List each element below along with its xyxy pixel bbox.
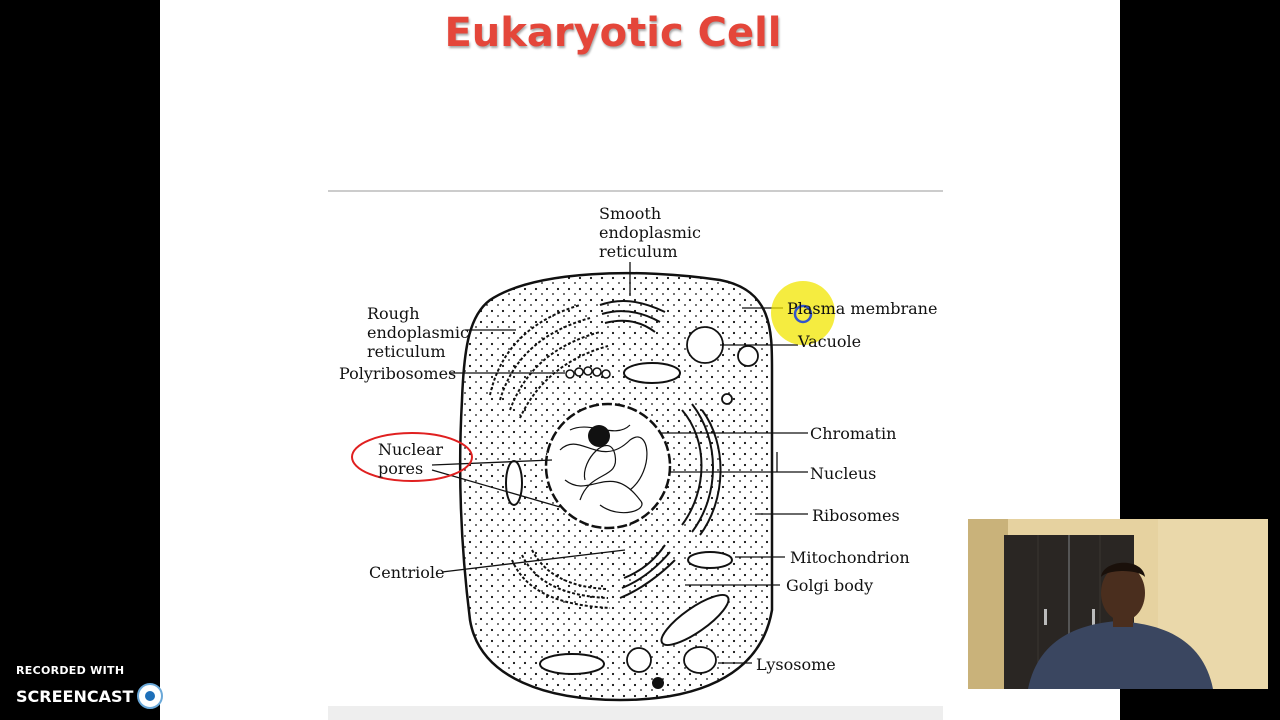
label-vacuole: Vacuole: [798, 332, 862, 351]
label-polyribosomes: Polyribosomes: [339, 364, 457, 383]
brand-left-text: SCREENCAST: [16, 686, 134, 706]
golgi-body: [619, 544, 676, 599]
label-plasma-membrane: Plasma membrane: [787, 299, 938, 318]
diagram-bottom-strip: [328, 706, 943, 720]
label-chromatin: Chromatin: [810, 424, 897, 443]
mitochondria: [505, 362, 733, 675]
nucleolus: [588, 425, 610, 447]
lysosome: [683, 646, 717, 674]
label-ribosomes: Ribosomes: [812, 506, 900, 525]
slide: Eukaryotic Cell: [160, 0, 1120, 720]
label-nucleus: Nucleus: [810, 464, 877, 483]
rough-er: [489, 304, 609, 419]
label-centriole: Centriole: [369, 563, 445, 582]
cell-diagram: [328, 190, 943, 720]
smooth-er: [599, 300, 666, 333]
label-lysosome: Lysosome: [756, 655, 836, 674]
er-arcs-lower: [511, 549, 611, 609]
screencast-o-icon: [137, 683, 164, 709]
slide-title: Eukaryotic Cell: [444, 10, 782, 56]
recorded-with-text: RECORDED WITH: [16, 664, 125, 677]
polyribosome-chain: [565, 366, 611, 379]
label-mitochondrion: Mitochondrion: [790, 548, 910, 567]
cursor-highlight: [771, 281, 835, 345]
leader-lines: [431, 262, 808, 664]
webcam-overlay: [968, 519, 1268, 689]
nucleus: [544, 402, 672, 530]
cursor-ring-icon: [793, 304, 813, 324]
vacuoles: [626, 326, 759, 673]
nuclear-pores-highlight: [351, 432, 473, 482]
presenter-video-icon: [968, 519, 1268, 689]
screencast-logo: SCREENCAST MATIC: [16, 683, 223, 709]
label-golgi-body: Golgi body: [786, 576, 874, 595]
vesicle: [652, 677, 664, 689]
brand-right-text: MATIC: [167, 686, 224, 706]
